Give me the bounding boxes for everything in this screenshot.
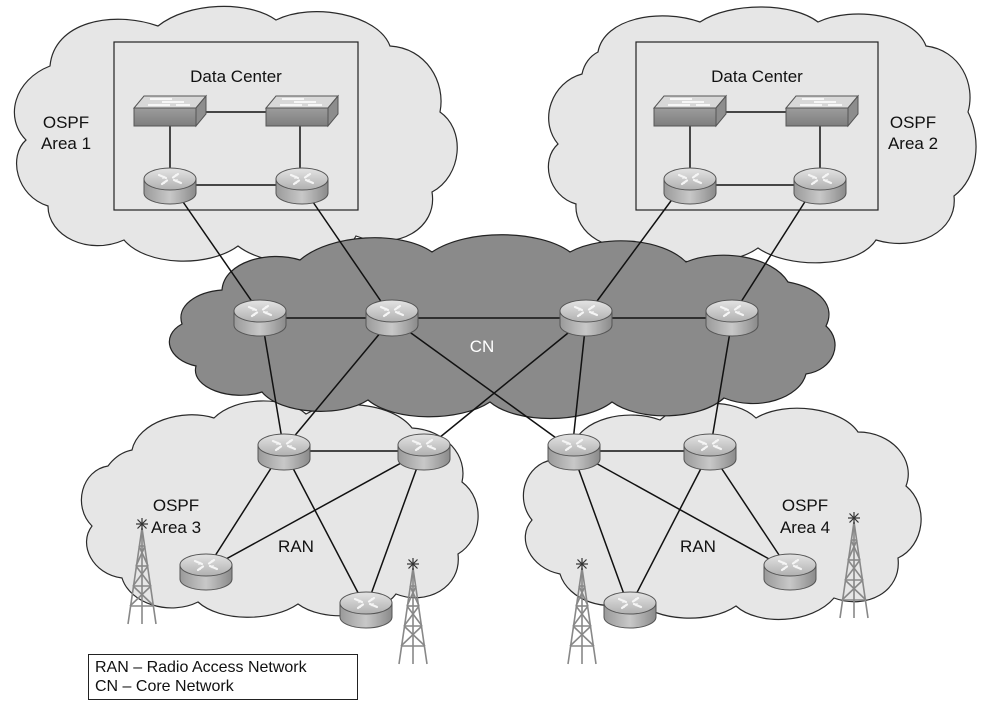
data-center-label-2: Data Center bbox=[711, 67, 803, 86]
legend: RAN – Radio Access Network CN – Core Net… bbox=[88, 654, 358, 700]
data-center-label-1: Data Center bbox=[190, 67, 282, 86]
router-icon bbox=[256, 432, 312, 472]
core-network-label: CN bbox=[470, 337, 495, 356]
area-label-area-4: Area 4 bbox=[780, 518, 830, 537]
network-links bbox=[169, 111, 821, 609]
router-icon bbox=[274, 166, 330, 206]
cloud-core-network bbox=[168, 234, 836, 420]
cloud-area-1 bbox=[13, 5, 458, 264]
legend-item-cn: CN – Core Network bbox=[95, 678, 234, 695]
area-label-area-3: Area 3 bbox=[151, 518, 201, 537]
legend-item-ran: RAN – Radio Access Network bbox=[95, 659, 307, 676]
data-center-box-2 bbox=[635, 41, 879, 211]
router-icon bbox=[338, 590, 394, 630]
switch-icon bbox=[785, 95, 859, 127]
switch-icon bbox=[265, 95, 339, 127]
router-icon bbox=[558, 298, 614, 338]
router-icon bbox=[232, 298, 288, 338]
router-icon bbox=[682, 432, 738, 472]
router-icon bbox=[178, 552, 234, 592]
ospf-label-area-4: OSPF bbox=[782, 496, 828, 515]
ran-label-area-4: RAN bbox=[680, 537, 716, 556]
router-icon bbox=[546, 432, 602, 472]
switch-icon bbox=[653, 95, 727, 127]
data-center-box-1 bbox=[113, 41, 359, 211]
ospf-label-area-3: OSPF bbox=[153, 496, 199, 515]
area-label-area-1: Area 1 bbox=[41, 134, 91, 153]
ran-label-area-3: RAN bbox=[278, 537, 314, 556]
router-icon bbox=[704, 298, 760, 338]
cloud-area-3 bbox=[80, 400, 479, 618]
router-icon bbox=[662, 166, 718, 206]
router-icon bbox=[602, 590, 658, 630]
ospf-label-area-2: OSPF bbox=[890, 113, 936, 132]
ospf-label-area-1: OSPF bbox=[43, 113, 89, 132]
router-icon bbox=[142, 166, 198, 206]
cloud-area-2 bbox=[547, 6, 977, 264]
router-icon bbox=[792, 166, 848, 206]
router-icon bbox=[396, 432, 452, 472]
switch-icon bbox=[133, 95, 207, 127]
router-icon bbox=[364, 298, 420, 338]
router-icon bbox=[762, 552, 818, 592]
area-label-area-2: Area 2 bbox=[888, 134, 938, 153]
